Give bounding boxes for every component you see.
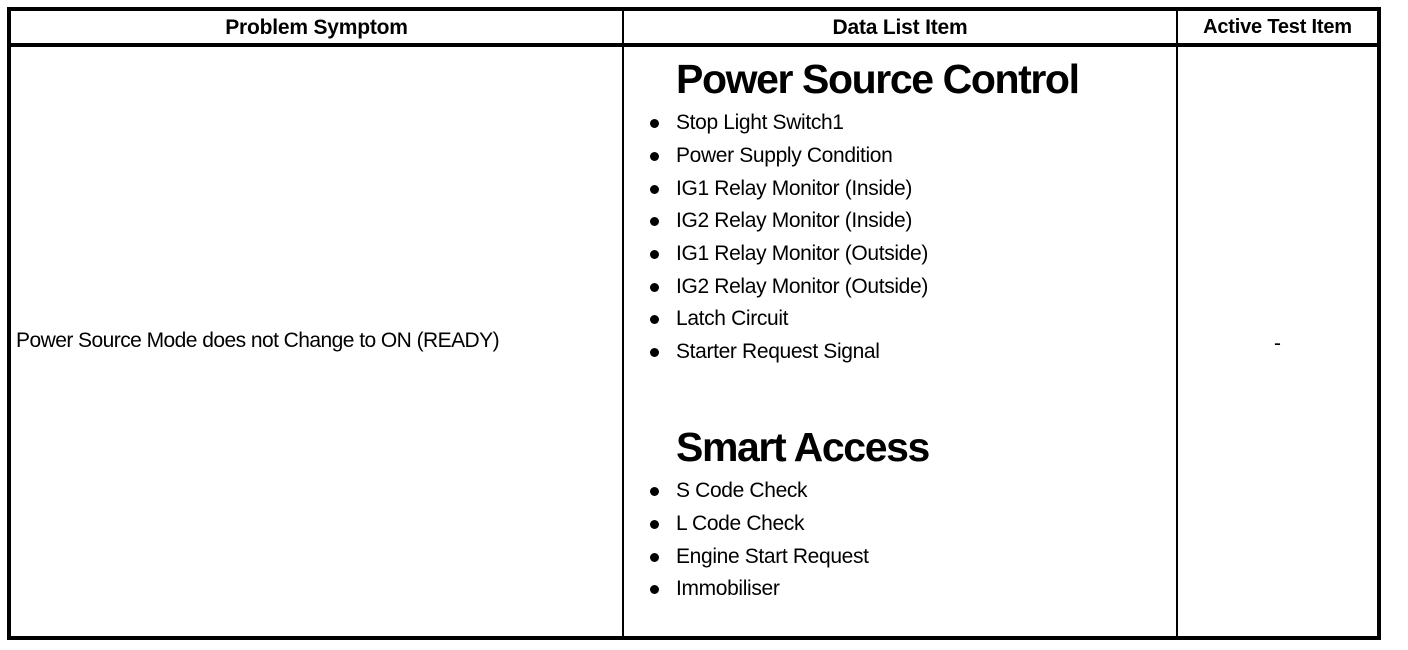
table-header-row: Problem Symptom Data List Item Active Te… bbox=[11, 11, 1377, 47]
list-item: Power Supply Condition bbox=[644, 140, 1176, 173]
list-item: L Code Check bbox=[644, 508, 1176, 541]
bullet-icon bbox=[650, 184, 659, 194]
list-item-label: Power Supply Condition bbox=[676, 143, 893, 167]
table-row: Power Source Mode does not Change to ON … bbox=[11, 47, 1377, 636]
list-item-label: Latch Circuit bbox=[676, 307, 789, 331]
group-title-power-source-control: Power Source Control bbox=[676, 56, 1080, 102]
list-item: Stop Light Switch1 bbox=[644, 107, 1176, 140]
bullet-icon bbox=[650, 315, 659, 325]
list-item: IG2 Relay Monitor (Outside) bbox=[644, 271, 1176, 304]
data-list-content: Power Source Control Stop Light Switch1 … bbox=[624, 47, 1176, 606]
list-item: IG2 Relay Monitor (Inside) bbox=[644, 205, 1176, 238]
list-item-label: L Code Check bbox=[676, 511, 805, 535]
bullet-icon bbox=[650, 519, 659, 529]
list-item-label: Stop Light Switch1 bbox=[676, 111, 844, 135]
cell-data-list-item: Power Source Control Stop Light Switch1 … bbox=[622, 47, 1178, 636]
list-item-label: IG1 Relay Monitor (Outside) bbox=[676, 242, 928, 266]
list-item: Latch Circuit bbox=[644, 303, 1176, 336]
bullet-icon bbox=[650, 552, 659, 562]
group-title-smart-access: Smart Access bbox=[676, 423, 930, 470]
problem-symptom-text: Power Source Mode does not Change to ON … bbox=[16, 329, 500, 353]
header-active-test-item: Active Test Item bbox=[1203, 16, 1352, 38]
active-test-item-value: - bbox=[1274, 332, 1281, 355]
bullet-icon bbox=[650, 151, 659, 161]
list-item-label: IG2 Relay Monitor (Outside) bbox=[676, 274, 928, 298]
bullet-icon bbox=[650, 282, 659, 292]
list-item: Immobiliser bbox=[644, 573, 1176, 606]
list-item: IG1 Relay Monitor (Outside) bbox=[644, 238, 1176, 271]
list-item: Engine Start Request bbox=[644, 541, 1176, 574]
bullet-icon bbox=[650, 487, 659, 497]
cell-problem-symptom: Power Source Mode does not Change to ON … bbox=[11, 47, 622, 636]
data-list-group-smart-access: S Code Check L Code Check Engine Start R… bbox=[644, 475, 1176, 606]
list-item-label: IG1 Relay Monitor (Inside) bbox=[676, 176, 912, 200]
list-item-label: S Code Check bbox=[676, 479, 808, 503]
list-item: S Code Check bbox=[644, 475, 1176, 508]
data-list-group-power-source-control: Stop Light Switch1 Power Supply Conditio… bbox=[644, 107, 1176, 369]
diagnostic-table: Problem Symptom Data List Item Active Te… bbox=[7, 7, 1381, 640]
header-data-list-item: Data List Item bbox=[622, 11, 1178, 43]
list-item-label: IG2 Relay Monitor (Inside) bbox=[676, 209, 912, 233]
list-item-label: Immobiliser bbox=[676, 577, 780, 601]
bullet-icon bbox=[650, 217, 659, 227]
bullet-icon bbox=[650, 348, 659, 358]
list-item: Starter Request Signal bbox=[644, 336, 1176, 369]
cell-active-test-item: - bbox=[1178, 47, 1377, 636]
list-item-label: Starter Request Signal bbox=[676, 340, 880, 364]
list-item: IG1 Relay Monitor (Inside) bbox=[644, 173, 1176, 206]
bullet-icon bbox=[650, 250, 659, 260]
bullet-icon bbox=[650, 119, 659, 129]
header-problem-symptom: Problem Symptom bbox=[225, 15, 408, 39]
bullet-icon bbox=[650, 585, 659, 595]
list-item-label: Engine Start Request bbox=[676, 544, 869, 568]
